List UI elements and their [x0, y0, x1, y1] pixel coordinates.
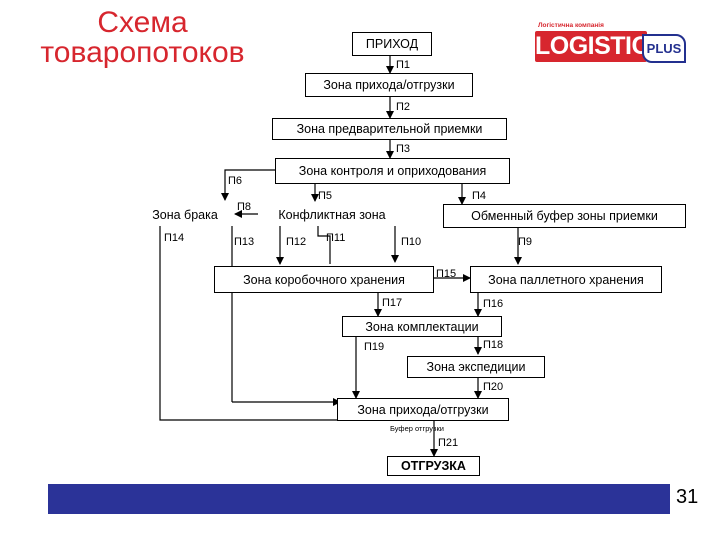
flow-label-p16: П16: [483, 298, 504, 310]
flow-label-p20: П20: [483, 381, 504, 393]
box-zona-komplektacii: Зона комплектации: [342, 316, 502, 337]
slide-title: Схема товаропотоков: [0, 8, 285, 68]
flow-label-p1: П1: [396, 59, 411, 71]
box-zona-prihoda-otgruzki-bottom: Зона прихода/отгрузки: [337, 398, 509, 421]
flow-label-p11: П11: [326, 232, 346, 244]
logo-tagline: Логістична компанія: [538, 22, 604, 29]
box-zona-korobochnogo-hraneniya: Зона коробочного хранения: [214, 266, 434, 293]
title-line-2: товаропотоков: [40, 36, 245, 69]
flow-label-p2: П2: [396, 101, 411, 113]
box-otgruzka: ОТГРУЗКА: [387, 456, 480, 476]
flow-label-p4: П4: [472, 190, 487, 202]
flow-label-p13: П13: [234, 236, 255, 248]
flow-label-p15: П15: [436, 268, 457, 280]
page-number: 31: [676, 486, 699, 508]
box-zona-ekspedicii: Зона экспедиции: [407, 356, 545, 378]
box-prihod: ПРИХОД: [352, 32, 432, 56]
box-zona-braka: Зона брака: [152, 208, 218, 222]
logo-wordmark: LOGISTIC: [535, 31, 650, 62]
flow-label-p12: П12: [286, 236, 307, 248]
flow-label-p21: П21: [438, 437, 459, 449]
footer-bar: [48, 484, 670, 514]
box-obmenny-bufer-priemki: Обменный буфер зоны приемки: [443, 204, 686, 228]
box-konfliktnaya-zona: Конфликтная зона: [278, 208, 386, 222]
flow-label-p5: П5: [318, 190, 333, 202]
flow-label-p19: П19: [364, 341, 385, 353]
flow-label-p3: П3: [396, 143, 411, 155]
logo-plus: PLUS: [642, 34, 686, 63]
arrow-p11: [317, 226, 331, 264]
flow-label-p14: П14: [164, 232, 185, 244]
flow-label-p9: П9: [518, 236, 533, 248]
title-line-1: Схема: [97, 6, 188, 39]
label-bufer-otgruzki: Буфер отгрузки: [390, 423, 444, 433]
box-zona-kontrolya: Зона контроля и оприходования: [275, 158, 510, 184]
flow-label-p18: П18: [483, 339, 504, 351]
flow-label-p10: П10: [401, 236, 422, 248]
box-zona-predvaritelnoy-priemki: Зона предварительной приемки: [272, 118, 507, 140]
company-logo: Логістична компанія LOGISTIC PLUS: [530, 22, 690, 72]
flow-label-p8: П8: [237, 201, 252, 213]
flow-label-p17: П17: [382, 297, 403, 309]
box-zona-palletnogo-hraneniya: Зона паллетного хранения: [470, 266, 662, 293]
box-zona-prihoda-otgruzki-top: Зона прихода/отгрузки: [305, 73, 473, 97]
flow-label-p6: П6: [228, 175, 243, 187]
arrow-p6: [221, 169, 275, 201]
arrow-p14: [159, 226, 337, 421]
